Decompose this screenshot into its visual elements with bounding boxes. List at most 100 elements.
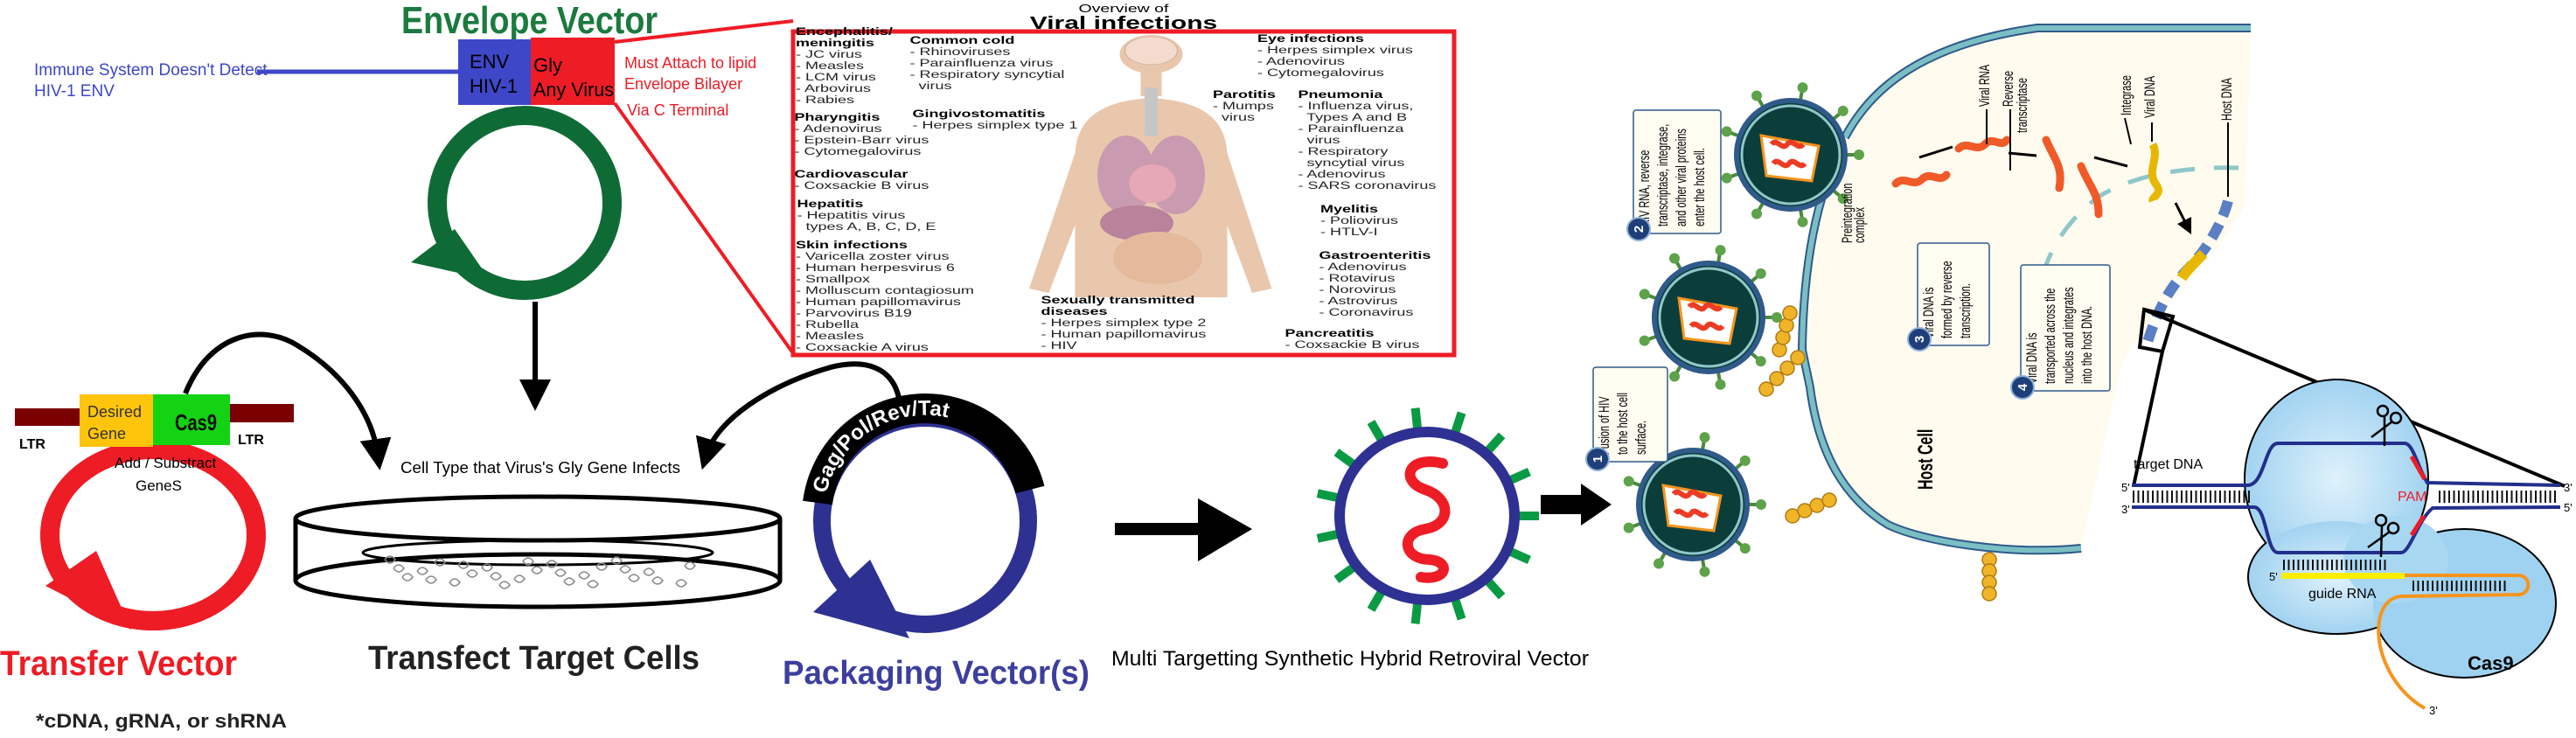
step-text: surface. — [1633, 421, 1649, 455]
infection-group: Common cold- Rhinoviruses- Parainfluenza… — [910, 35, 1065, 92]
step-text: enter the host cell. — [1691, 148, 1708, 226]
infection-item: - Adenovirus — [1257, 56, 1345, 67]
spike — [1410, 407, 1423, 430]
viral-rna-label: Viral RNA — [1976, 64, 1993, 107]
hybrid-vector: Multi Targetting Synthetic Hybrid Retrov… — [1111, 407, 1612, 671]
step-text: Viral DNA is — [1920, 288, 1937, 338]
gly-box-label: Gly — [533, 54, 562, 76]
inset-title-small: Overview of — [1079, 2, 1169, 15]
infection-group: Pancreatitis- Coxsackie B virus — [1285, 328, 1420, 351]
pam-segment-bottom — [2409, 514, 2426, 537]
infection-item: - Human herpesvirus 6 — [796, 262, 955, 274]
cell-type-note: Cell Type that Virus's Gly Gene Infects — [400, 459, 680, 477]
rtc-complex — [1891, 136, 2103, 219]
host-cell-label: Host Cell — [1915, 429, 1938, 490]
infection-item: - Rotavirus — [1319, 273, 1396, 284]
pam-label: PAM — [2398, 490, 2426, 505]
infection-item: - Adenovirus — [1319, 261, 1407, 273]
infection-item: - Astrovirus — [1319, 296, 1398, 307]
step-text: transported across the — [2042, 288, 2058, 384]
infection-item: - Herpes simplex type 2 — [1041, 317, 1207, 329]
transfer-plasmid-ring — [40, 440, 266, 630]
receptor-bead — [1782, 305, 1798, 321]
spike — [1367, 589, 1386, 612]
infection-item: - Cytomegalovirus — [795, 146, 922, 157]
spike — [1316, 489, 1340, 503]
step-text: Viral DNA is — [2023, 333, 2040, 384]
infection-item: - Adenovirus — [795, 123, 882, 135]
gly-box-sublabel: Any Virus — [533, 79, 614, 101]
receptor-bead — [1790, 350, 1806, 366]
infection-group-heading: Common cold — [910, 35, 1015, 46]
zoom-line-top — [614, 19, 794, 44]
top-strand-5prime-label: 5' — [2121, 481, 2130, 494]
cell-shape — [628, 574, 640, 582]
step-number: 1 — [1591, 456, 1605, 463]
infection-item: - Coxsackie B virus — [795, 180, 929, 191]
cell-shape — [563, 577, 575, 586]
infection-group-heading: Skin infections — [796, 240, 908, 251]
packaging-vector-title: Packaging Vector(s) — [783, 655, 1090, 692]
infection-group: Pharyngitis- Adenovirus- Epstein-Barr vi… — [795, 112, 929, 157]
infection-item: - Coronavirus — [1319, 307, 1414, 318]
transfer-to-dish-arrow — [183, 331, 392, 470]
receptor-bead — [1769, 371, 1785, 386]
infection-item: - Norovirus — [1319, 284, 1396, 296]
receptor-bead — [1821, 492, 1837, 508]
bottom-strand-5prime-label: 5' — [2564, 501, 2573, 514]
infection-group: Gingivostomatitis- Herpes simplex type 1 — [913, 108, 1078, 131]
infection-item: - Coxsackie B virus — [1285, 339, 1420, 351]
cas9-protein-label: Cas9 — [2468, 652, 2514, 674]
top-strand-3prime-label: 3' — [2564, 481, 2573, 494]
infection-item: - Human papillomavirus — [1041, 329, 1207, 340]
transfer-vector: Desired Gene Cas9 LTR LTR Add / Substrac… — [0, 394, 294, 732]
hiv-virion — [1721, 82, 1864, 227]
target-cells: Cell Type that Virus's Gly Gene Infects … — [183, 302, 902, 677]
step-text: into the host DNA. — [2078, 306, 2095, 384]
infection-group: Pneumonia- Influenza virus, Types A and … — [1298, 89, 1437, 191]
spike — [1507, 547, 1531, 565]
infection-item: virus — [1213, 112, 1255, 123]
body-illustration — [1029, 35, 1272, 297]
hiv-virion — [1639, 245, 1782, 390]
cell-shape — [684, 561, 696, 570]
env-box-label: ENV — [470, 51, 510, 73]
magnifier-line-bottom — [2132, 351, 2164, 487]
cas9-box-label: Cas9 — [175, 409, 217, 435]
infection-item: syncytial virus — [1298, 157, 1405, 169]
cell-shape — [578, 571, 590, 580]
infection-item: virus — [1298, 135, 1340, 146]
to-host-arrowhead — [1581, 484, 1612, 526]
cell-shape — [425, 575, 437, 584]
infection-group-heading: Gingivostomatitis — [913, 108, 1046, 120]
infection-group-heading: Sexually transmitted — [1041, 295, 1195, 306]
cell-shape — [595, 562, 608, 571]
add-note-line2: GeneS — [136, 477, 182, 494]
infection-group: Cardiovascular- Coxsackie B virus — [795, 169, 929, 191]
step-number: 3 — [1912, 336, 1927, 343]
infection-group-heading: Hepatitis — [797, 198, 864, 210]
infection-item: - Rabies — [796, 94, 854, 106]
infection-item: - Poliovirus — [1320, 215, 1398, 226]
infection-item: - HTLV-I — [1320, 226, 1378, 238]
infection-item: - Parvovirus B19 — [796, 308, 912, 319]
host-dna-label: Host DNA — [2218, 78, 2235, 121]
viral-infections-inset: Overview of Viral infections Encephaliti… — [790, 2, 1457, 358]
guide-rna-spacer — [2281, 573, 2405, 579]
cell-shape — [416, 567, 428, 575]
infection-group-heading: meningitis — [796, 38, 874, 49]
crispr-cas9-panel: target DNA 5' 3' 3' 5' PAM 5' guide RNA … — [2121, 307, 2573, 717]
transfect-target-cells-title: Transfect Target Cells — [368, 640, 700, 677]
to-hybrid-arrowhead — [1198, 498, 1252, 561]
zoom-line-bottom — [613, 101, 795, 355]
infection-group: Myelitis- Poliovirus- HTLV-I — [1320, 204, 1398, 238]
cell-shape — [531, 566, 543, 574]
cell-shape — [610, 556, 623, 565]
add-note-line1: Add / Substract — [115, 455, 217, 471]
infection-item: - Rhinoviruses — [910, 46, 1011, 58]
cell-shape — [401, 573, 414, 581]
infection-group: Parotitis- Mumps virus — [1213, 89, 1276, 123]
infection-item: - SARS coronavirus — [1298, 180, 1437, 191]
